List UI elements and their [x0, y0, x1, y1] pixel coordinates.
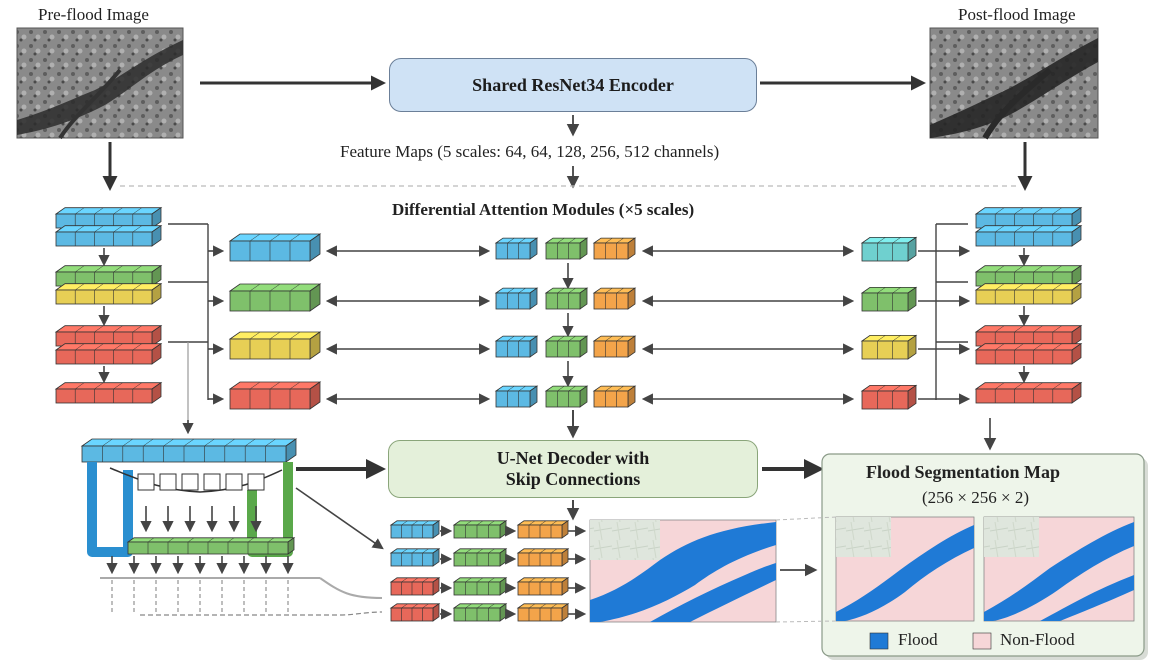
- right-encoder-block-2-0: [974, 324, 1083, 347]
- decoder-block-b-1: [452, 548, 508, 567]
- attention-query-0: [494, 237, 539, 260]
- attention-query-1: [494, 287, 539, 310]
- decoder-block-b-2: [452, 577, 508, 596]
- right-encoder-block-1-0: [974, 264, 1083, 287]
- output-map-pre: [835, 516, 975, 622]
- legend-nonflood-label: Non-Flood: [1000, 630, 1075, 649]
- attention-query-2: [494, 335, 539, 358]
- left-encoder-block-1-0: [54, 264, 163, 287]
- attention-key-3: [544, 385, 589, 408]
- decoder-block-a-2: [389, 577, 441, 596]
- output-map-post: [983, 516, 1135, 622]
- post-flood-image: [929, 27, 1099, 140]
- decoder-block-c-0: [516, 520, 570, 539]
- right-feature-block-1: [860, 286, 918, 312]
- attention-key-0: [544, 237, 589, 260]
- unet-top-bar: [80, 438, 298, 463]
- left-encoder-block-1-1: [54, 282, 163, 305]
- unet-cell: [203, 473, 221, 491]
- unet-curve-1: [319, 577, 383, 599]
- unet-cell: [137, 473, 155, 491]
- decoder-label-line2: Skip Connections: [505, 469, 641, 489]
- unet-bottom-bar: [126, 537, 296, 555]
- right-encoder-block-3-0: [974, 381, 1083, 404]
- attention-value-0: [592, 237, 637, 260]
- left-encoder-block-0-1: [54, 224, 163, 247]
- decoder-label-line1: U-Net Decoder with: [496, 448, 650, 468]
- unet-to-decoder-arrow: [295, 487, 384, 550]
- right-feature-block-2: [860, 334, 918, 360]
- decoder-block-b-0: [452, 520, 508, 539]
- left-encoder-block-0-0: [54, 206, 163, 229]
- attention-value-3: [592, 385, 637, 408]
- decoder-block-c-1: [516, 548, 570, 567]
- feature-maps-label: Feature Maps (5 scales: 64, 64, 128, 256…: [340, 142, 720, 161]
- decoder-block-a-3: [389, 603, 441, 622]
- legend-nonflood-swatch: [972, 632, 992, 650]
- unet-curve-2: [339, 611, 383, 616]
- right-feature-block-0: [860, 236, 918, 262]
- decoder-output-map: [589, 519, 777, 623]
- left-encoder-block-2-1: [54, 342, 163, 365]
- unet-left-arm: [87, 462, 133, 557]
- attention-key-2: [544, 335, 589, 358]
- left-feature-block-0: [228, 233, 322, 262]
- decoder-block-a-1: [389, 548, 441, 567]
- post-flood-title: Post-flood Image: [958, 5, 1076, 24]
- legend-flood-label: Flood: [898, 630, 938, 649]
- decoder-block-a-0: [389, 520, 441, 539]
- decoder-block-b-3: [452, 603, 508, 622]
- unet-cell: [159, 473, 177, 491]
- legend-flood-swatch: [869, 632, 889, 650]
- top-arrows: [102, 75, 1033, 191]
- left-encoder-block-2-0: [54, 324, 163, 347]
- pre-flood-image: [16, 27, 184, 140]
- decoder-block-c-2: [516, 577, 570, 596]
- left-feature-block-1: [228, 283, 322, 312]
- decoder-block-c-3: [516, 603, 570, 622]
- left-feature-block-3: [228, 381, 322, 410]
- right-encoder-block-0-1: [974, 224, 1083, 247]
- attention-value-2: [592, 335, 637, 358]
- unet-cell: [247, 473, 265, 491]
- attention-key-1: [544, 287, 589, 310]
- right-encoder-block-0-0: [974, 206, 1083, 229]
- output-title: Flood Segmentation Map: [866, 462, 1061, 482]
- decoder-box: U-Net Decoder with Skip Connections: [388, 440, 758, 498]
- left-feature-block-2: [228, 331, 322, 360]
- left-encoder-block-3-0: [54, 381, 163, 404]
- attention-value-1: [592, 287, 637, 310]
- right-feature-block-3: [860, 384, 918, 410]
- attention-title: Differential Attention Modules (×5 scale…: [392, 200, 695, 219]
- unet-cell: [181, 473, 199, 491]
- encoder-box: Shared ResNet34 Encoder: [389, 58, 757, 112]
- right-encoder-block-1-1: [974, 282, 1083, 305]
- unet-cell: [225, 473, 243, 491]
- pre-flood-title: Pre-flood Image: [38, 5, 149, 24]
- right-encoder-block-2-1: [974, 342, 1083, 365]
- encoder-label: Shared ResNet34 Encoder: [472, 74, 674, 95]
- output-dims: (256 × 256 × 2): [922, 488, 1029, 507]
- attention-query-3: [494, 385, 539, 408]
